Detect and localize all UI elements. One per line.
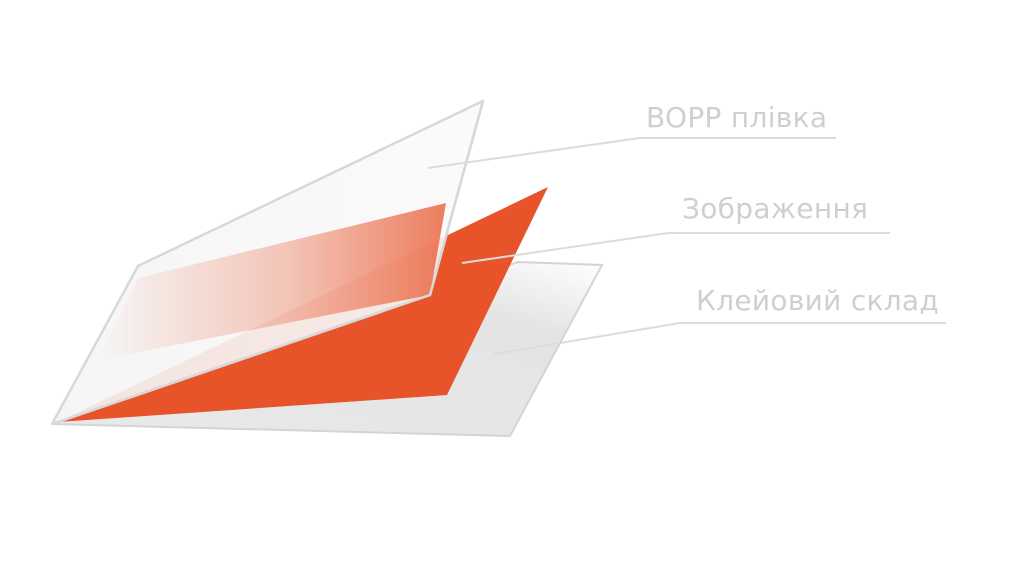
leader-line-image (461, 232, 890, 264)
label-bopp-film: BOPP плівка (646, 101, 828, 134)
leader-line-film (427, 137, 836, 169)
image-through-film (98, 203, 446, 360)
label-adhesive: Клейовий склад (696, 284, 940, 317)
leader-line-adhesive (493, 322, 946, 355)
label-image: Зображення (682, 192, 869, 225)
film-edge (51, 100, 485, 426)
